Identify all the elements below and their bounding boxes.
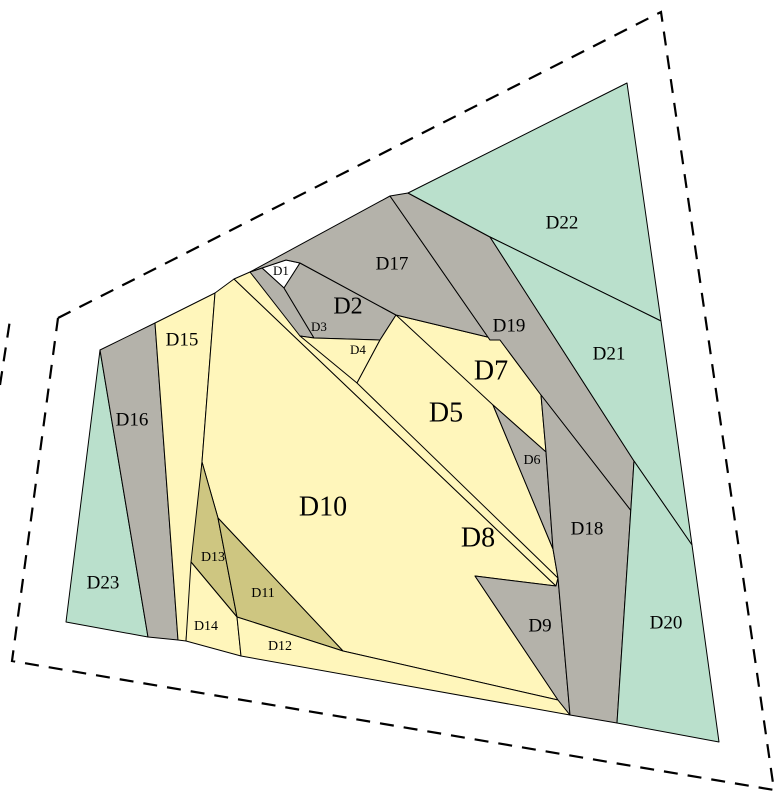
label-d22: D22 bbox=[546, 212, 579, 233]
label-d5: D5 bbox=[429, 397, 463, 428]
label-d7: D7 bbox=[474, 355, 508, 386]
label-d23: D23 bbox=[87, 572, 120, 593]
piece-d20 bbox=[616, 460, 720, 743]
pattern-pieces bbox=[65, 82, 720, 743]
label-d2: D2 bbox=[333, 294, 362, 320]
label-d9: D9 bbox=[528, 615, 551, 636]
label-d4: D4 bbox=[350, 342, 366, 357]
label-d21: D21 bbox=[593, 343, 626, 364]
label-d19: D19 bbox=[493, 315, 526, 336]
label-d6: D6 bbox=[523, 453, 540, 468]
label-d14: D14 bbox=[194, 619, 218, 634]
label-d20: D20 bbox=[650, 612, 683, 633]
label-d16: D16 bbox=[116, 409, 149, 430]
label-d12: D12 bbox=[268, 639, 292, 654]
label-d10: D10 bbox=[299, 491, 347, 522]
label-d11: D11 bbox=[251, 586, 275, 601]
piece-labels: D1 D2 D3 D4 D5 D6 D7 D8 D9 D10 D11 D12 D… bbox=[87, 212, 683, 654]
label-d8: D8 bbox=[461, 522, 495, 553]
label-d18: D18 bbox=[571, 518, 604, 539]
label-d15: D15 bbox=[166, 329, 199, 350]
label-d1: D1 bbox=[273, 263, 289, 278]
seam-allowance-outline bbox=[0, 10, 776, 792]
label-d17: D17 bbox=[376, 253, 409, 274]
label-d3: D3 bbox=[311, 319, 327, 334]
label-d13: D13 bbox=[201, 550, 225, 565]
